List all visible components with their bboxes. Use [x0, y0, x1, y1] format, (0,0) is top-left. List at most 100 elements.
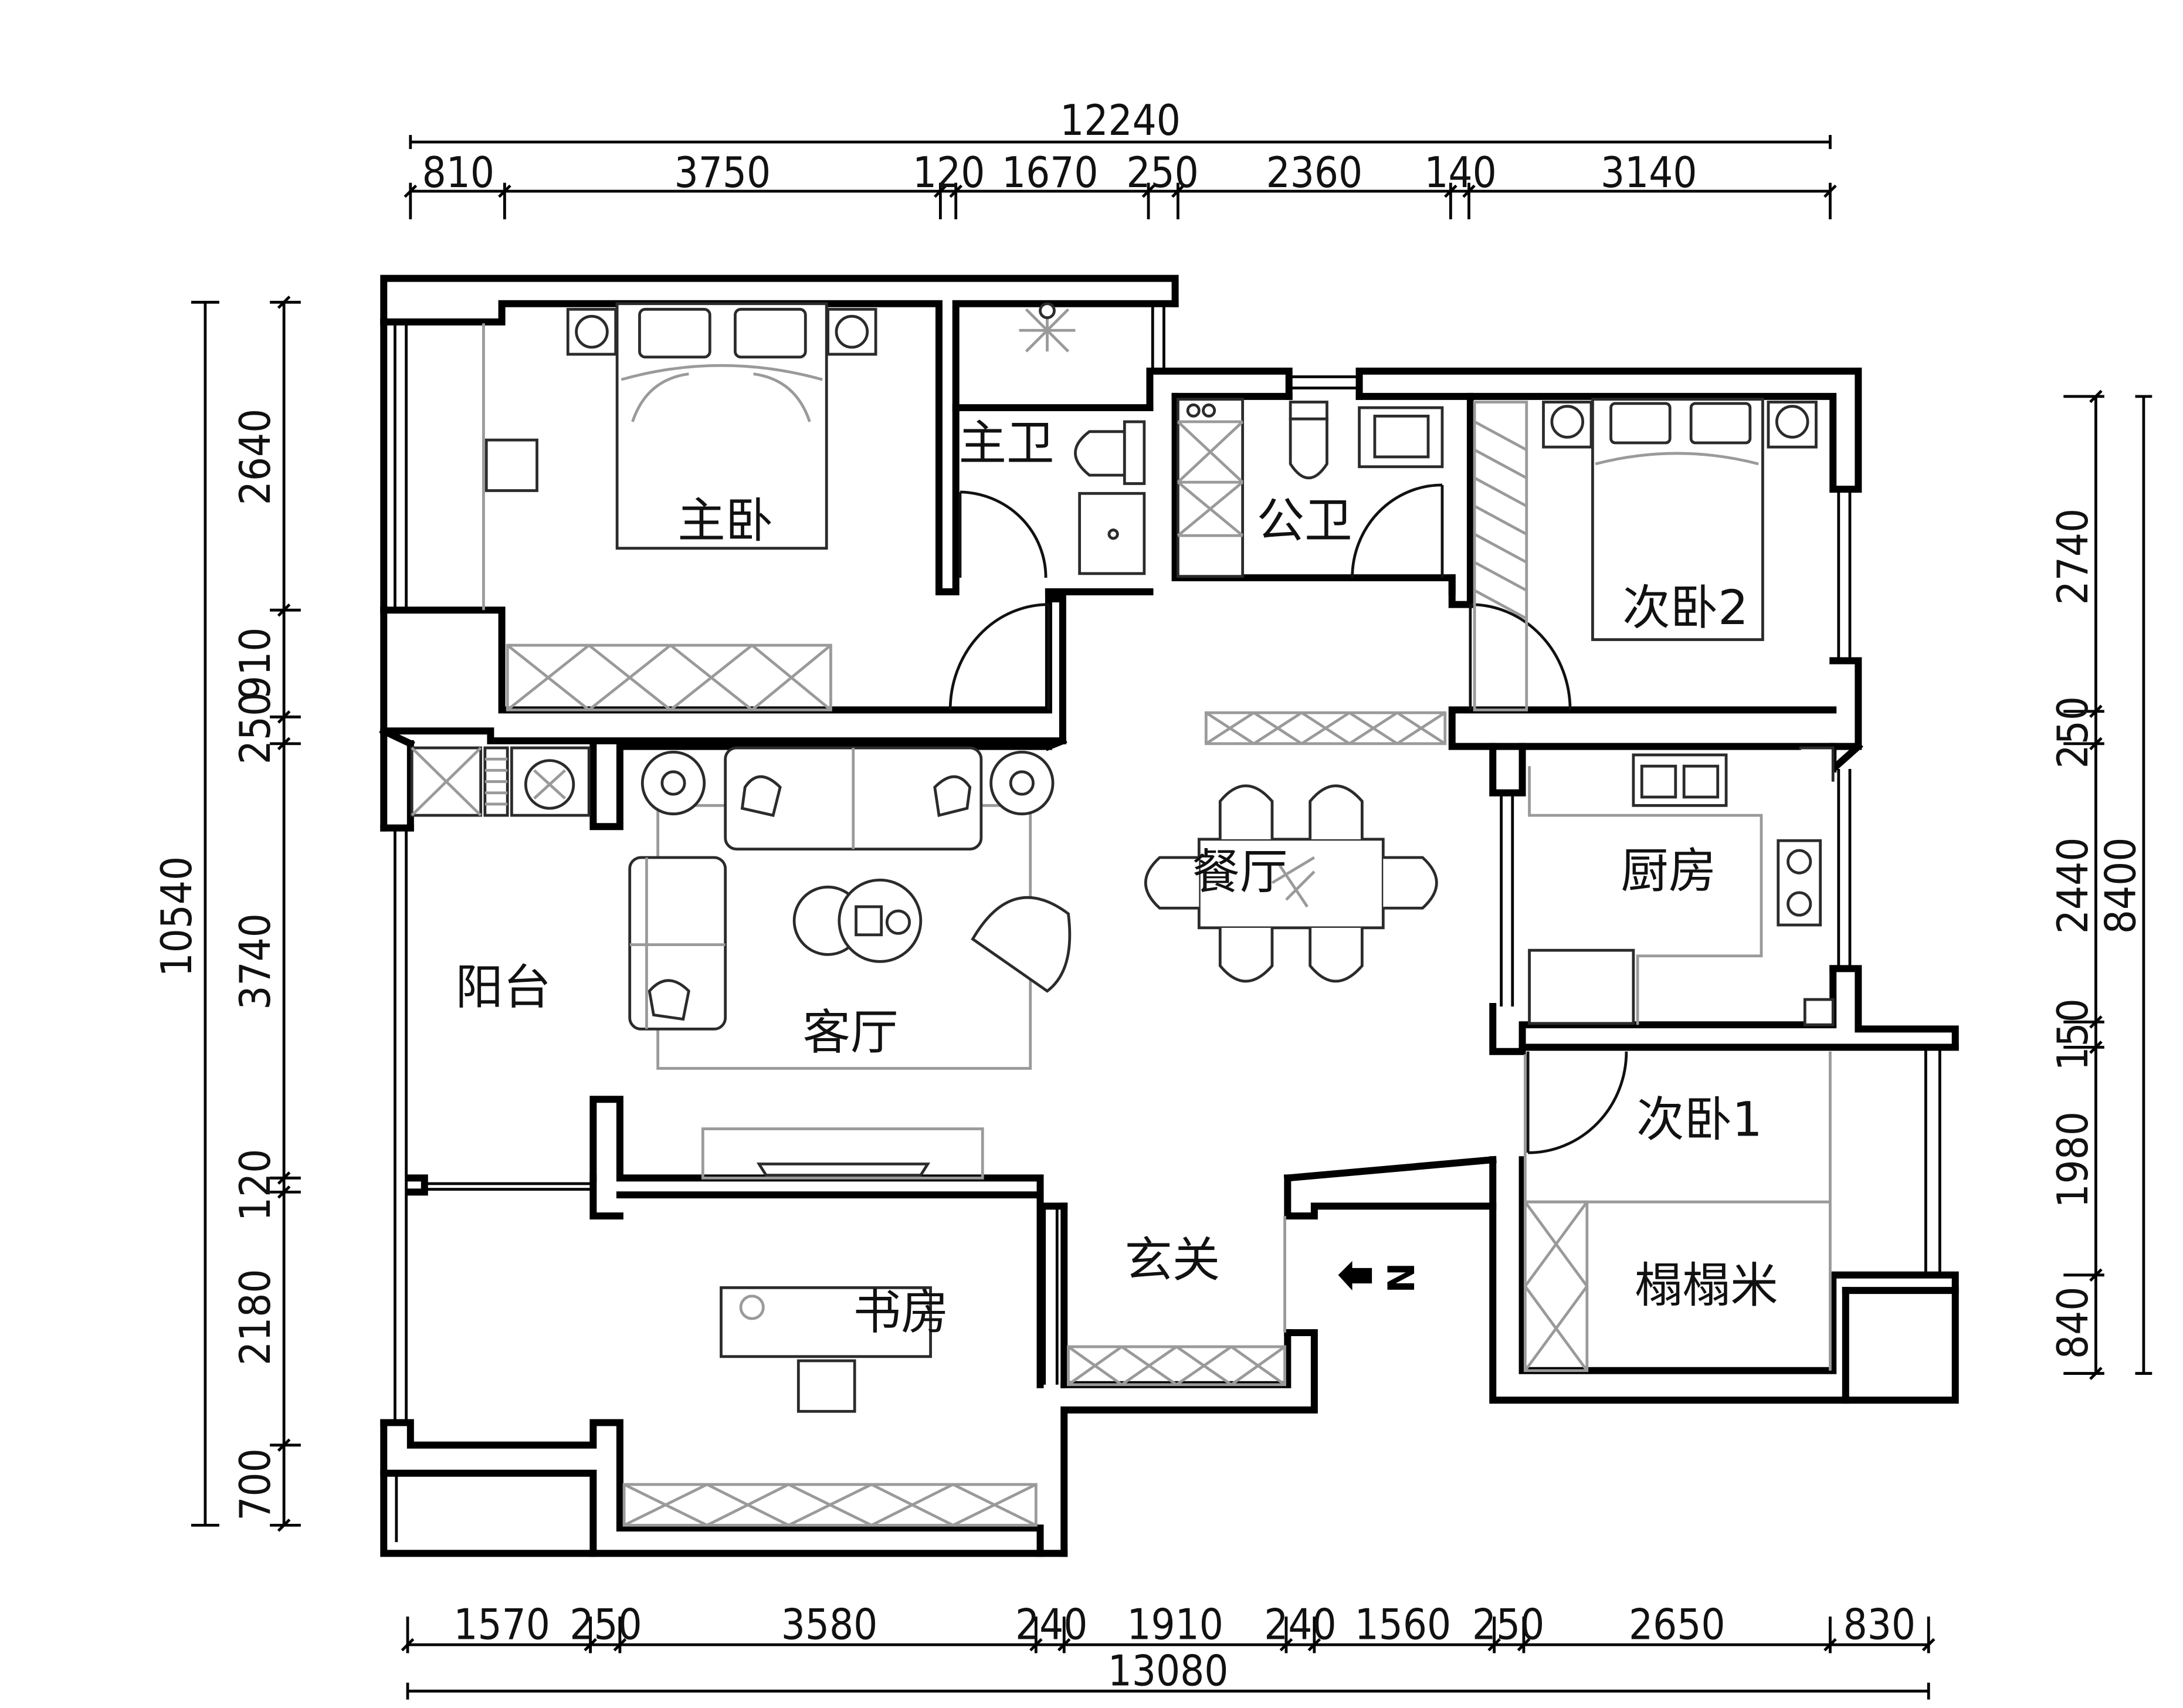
north-label: N — [1378, 1263, 1421, 1293]
dim-top-6: 140 — [1424, 148, 1496, 197]
dim-tick — [949, 184, 963, 198]
dim-right-total: 8400 — [2096, 838, 2145, 934]
dim-bottom-4: 1910 — [1127, 1600, 1223, 1649]
dim-tick — [1057, 1638, 1071, 1652]
dim-tick — [613, 1638, 627, 1652]
dim-top-3: 1670 — [1002, 148, 1099, 197]
dim-right-5: 840 — [2048, 1287, 2097, 1359]
dim-tick — [2089, 1015, 2103, 1029]
laundry — [410, 746, 591, 817]
doors — [948, 483, 1628, 1154]
living-furniture — [628, 746, 1072, 1180]
dim-tick — [277, 1171, 291, 1185]
walls — [379, 274, 1959, 1557]
dim-tick — [934, 184, 947, 198]
dim-bottom-7: 250 — [1472, 1600, 1544, 1649]
dim-right-3: 150 — [2048, 998, 2097, 1070]
dim-tick — [1279, 1638, 1293, 1652]
entrance-cabinet — [1067, 1216, 1286, 1387]
dim-tick — [2089, 1367, 2103, 1380]
windows — [394, 303, 1941, 1543]
label-second-bedroom-1: 次卧1 — [1636, 1092, 1762, 1148]
second-bed-2 — [1473, 398, 1818, 711]
dim-top-0: 810 — [422, 148, 494, 197]
dim-left-total: 10540 — [152, 856, 201, 977]
public-bath-fixtures — [1176, 398, 1444, 578]
dining-table — [1144, 711, 1447, 983]
kitchen-counter — [1528, 746, 1835, 1026]
dim-tick — [1823, 184, 1837, 198]
dim-tick — [277, 710, 291, 724]
dim-tick — [277, 737, 291, 751]
dim-tick — [1171, 184, 1185, 198]
dim-tick — [1029, 1638, 1043, 1652]
dim-tick — [2089, 389, 2103, 404]
furniture — [410, 302, 1835, 1527]
dim-tick — [584, 1638, 597, 1652]
dim-tick — [277, 603, 291, 617]
dimension-labels: 12240 810 3750 120 1670 250 2360 140 314… — [152, 96, 2145, 1696]
dim-bottom-total: 13080 — [1108, 1646, 1229, 1696]
dim-tick — [498, 184, 511, 198]
dim-tick — [277, 1185, 291, 1199]
label-public-bath: 公卫 — [1257, 493, 1352, 549]
dim-bottom-1: 250 — [570, 1600, 642, 1649]
dim-tick — [1921, 1638, 1935, 1652]
dim-tick — [404, 184, 418, 198]
label-tatami: 榻榻米 — [1635, 1258, 1778, 1313]
dim-tick — [1823, 1638, 1837, 1652]
dim-tick — [1307, 1638, 1321, 1652]
dim-left-4: 120 — [230, 1149, 280, 1221]
dim-left-0: 2640 — [230, 409, 280, 506]
dim-tick — [2089, 1041, 2103, 1054]
study-furniture — [622, 1286, 1038, 1527]
dim-left-6: 700 — [230, 1448, 280, 1520]
label-master-bath: 主卫 — [959, 416, 1055, 472]
label-study: 书房 — [853, 1285, 949, 1340]
dim-tick — [401, 1638, 415, 1652]
dimension-lines — [191, 135, 2153, 1700]
dim-top-2: 120 — [913, 148, 985, 197]
master-bath-fixtures — [1019, 302, 1146, 575]
dim-right-1: 250 — [2048, 696, 2097, 768]
dim-tick — [1517, 1638, 1531, 1652]
dim-bottom-0: 1570 — [453, 1600, 550, 1649]
label-master-bedroom: 主卧 — [677, 493, 773, 549]
dim-bottom-5: 240 — [1264, 1600, 1336, 1649]
dim-right-0: 2740 — [2048, 509, 2097, 605]
dim-tick — [2089, 737, 2103, 751]
label-entrance: 玄关 — [1124, 1232, 1220, 1288]
dim-right-4: 1980 — [2048, 1111, 2097, 1208]
dim-tick — [2089, 704, 2103, 719]
dim-tick — [1141, 184, 1155, 198]
dim-tick — [1444, 184, 1457, 198]
dim-tick — [277, 296, 291, 309]
dim-top-7: 3140 — [1601, 148, 1697, 197]
dim-tick — [277, 1438, 291, 1452]
dim-tick — [277, 1519, 291, 1532]
dim-left-1: 910 — [230, 628, 280, 700]
label-second-bedroom-2: 次卧2 — [1622, 580, 1748, 636]
master-bed — [482, 302, 877, 711]
dim-left-3: 3740 — [230, 913, 280, 1010]
dim-tick — [2089, 1268, 2103, 1282]
label-living: 客厅 — [802, 1005, 898, 1060]
north-arrow-icon: N — [1338, 1260, 1421, 1293]
dim-top-5: 2360 — [1266, 148, 1363, 197]
dim-tick — [1487, 1638, 1501, 1652]
dim-right-2: 2440 — [2048, 838, 2097, 934]
tatami-area — [1523, 1051, 1832, 1372]
room-labels: 主卧 主卫 公卫 次卧2 厨房 餐厅 客厅 阳台 次卧1 榻榻米 书房 玄关 — [456, 416, 1778, 1340]
dim-bottom-3: 240 — [1015, 1600, 1087, 1649]
dim-top-4: 250 — [1126, 148, 1198, 197]
dim-tick — [1462, 184, 1476, 198]
dim-top-total: 12240 — [1060, 96, 1181, 145]
label-balcony: 阳台 — [456, 960, 551, 1015]
dim-left-5: 2180 — [230, 1269, 280, 1365]
label-kitchen: 厨房 — [1621, 843, 1716, 899]
label-dining: 餐厅 — [1192, 845, 1287, 900]
dim-left-2: 250 — [230, 692, 280, 764]
dim-top-1: 3750 — [674, 148, 771, 197]
dim-bottom-6: 1560 — [1355, 1600, 1452, 1649]
